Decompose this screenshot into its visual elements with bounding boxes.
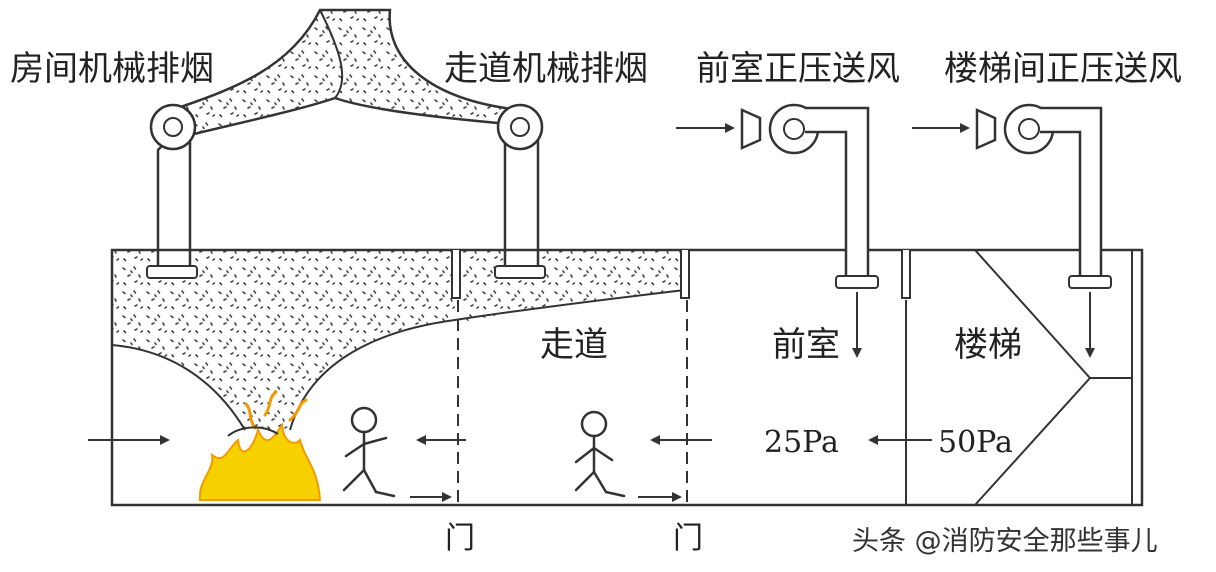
building-outline bbox=[110, 248, 1144, 507]
corridor-exhaust-outlet bbox=[494, 265, 546, 279]
person-icon-room bbox=[342, 406, 396, 498]
corridor-smoke-region bbox=[462, 250, 685, 322]
anteroom-supply-label: 前室正压送风 bbox=[696, 49, 900, 89]
room-exhaust-outlet bbox=[146, 265, 198, 279]
stair-fan-icon bbox=[1018, 118, 1040, 140]
person-icon-corridor bbox=[574, 410, 626, 498]
room-exhaust-label: 房间机械排烟 bbox=[10, 49, 214, 89]
stair-flight bbox=[974, 249, 1132, 506]
partition-anteroom-stair bbox=[901, 250, 911, 299]
stair-supply-fan bbox=[975, 103, 1112, 289]
stair-supply-label: 楼梯间正压送风 bbox=[944, 49, 1182, 89]
fire-icon bbox=[198, 390, 322, 501]
stair-label: 楼梯 bbox=[954, 325, 1022, 365]
anteroom-supply-fan bbox=[740, 103, 879, 289]
airflow-arrows bbox=[88, 123, 1095, 502]
door-label-2: 门 bbox=[673, 521, 703, 556]
door-label-1: 门 bbox=[445, 521, 475, 556]
room-smoke-region bbox=[112, 250, 455, 430]
room-exhaust-fan-hub bbox=[163, 117, 183, 137]
anteroom-pressure: 25Pa bbox=[764, 425, 839, 460]
exhaust-fan-divider bbox=[319, 9, 344, 99]
stair-pressure: 50Pa bbox=[938, 425, 1013, 460]
corridor-smoke-boundary bbox=[289, 289, 686, 431]
room-smoke-boundary bbox=[111, 344, 246, 431]
corridor-exhaust-fan-hub bbox=[510, 117, 530, 137]
corridor-label: 走道 bbox=[540, 325, 608, 365]
watermark: 头条 @消防安全那些事儿 bbox=[852, 526, 1158, 557]
anteroom-fan-icon bbox=[783, 118, 805, 140]
corridor-exhaust-label: 走道机械排烟 bbox=[444, 49, 648, 89]
partition-corridor-anteroom bbox=[680, 250, 690, 299]
partition-room-corridor bbox=[451, 250, 461, 299]
anteroom-label: 前室 bbox=[772, 325, 840, 365]
